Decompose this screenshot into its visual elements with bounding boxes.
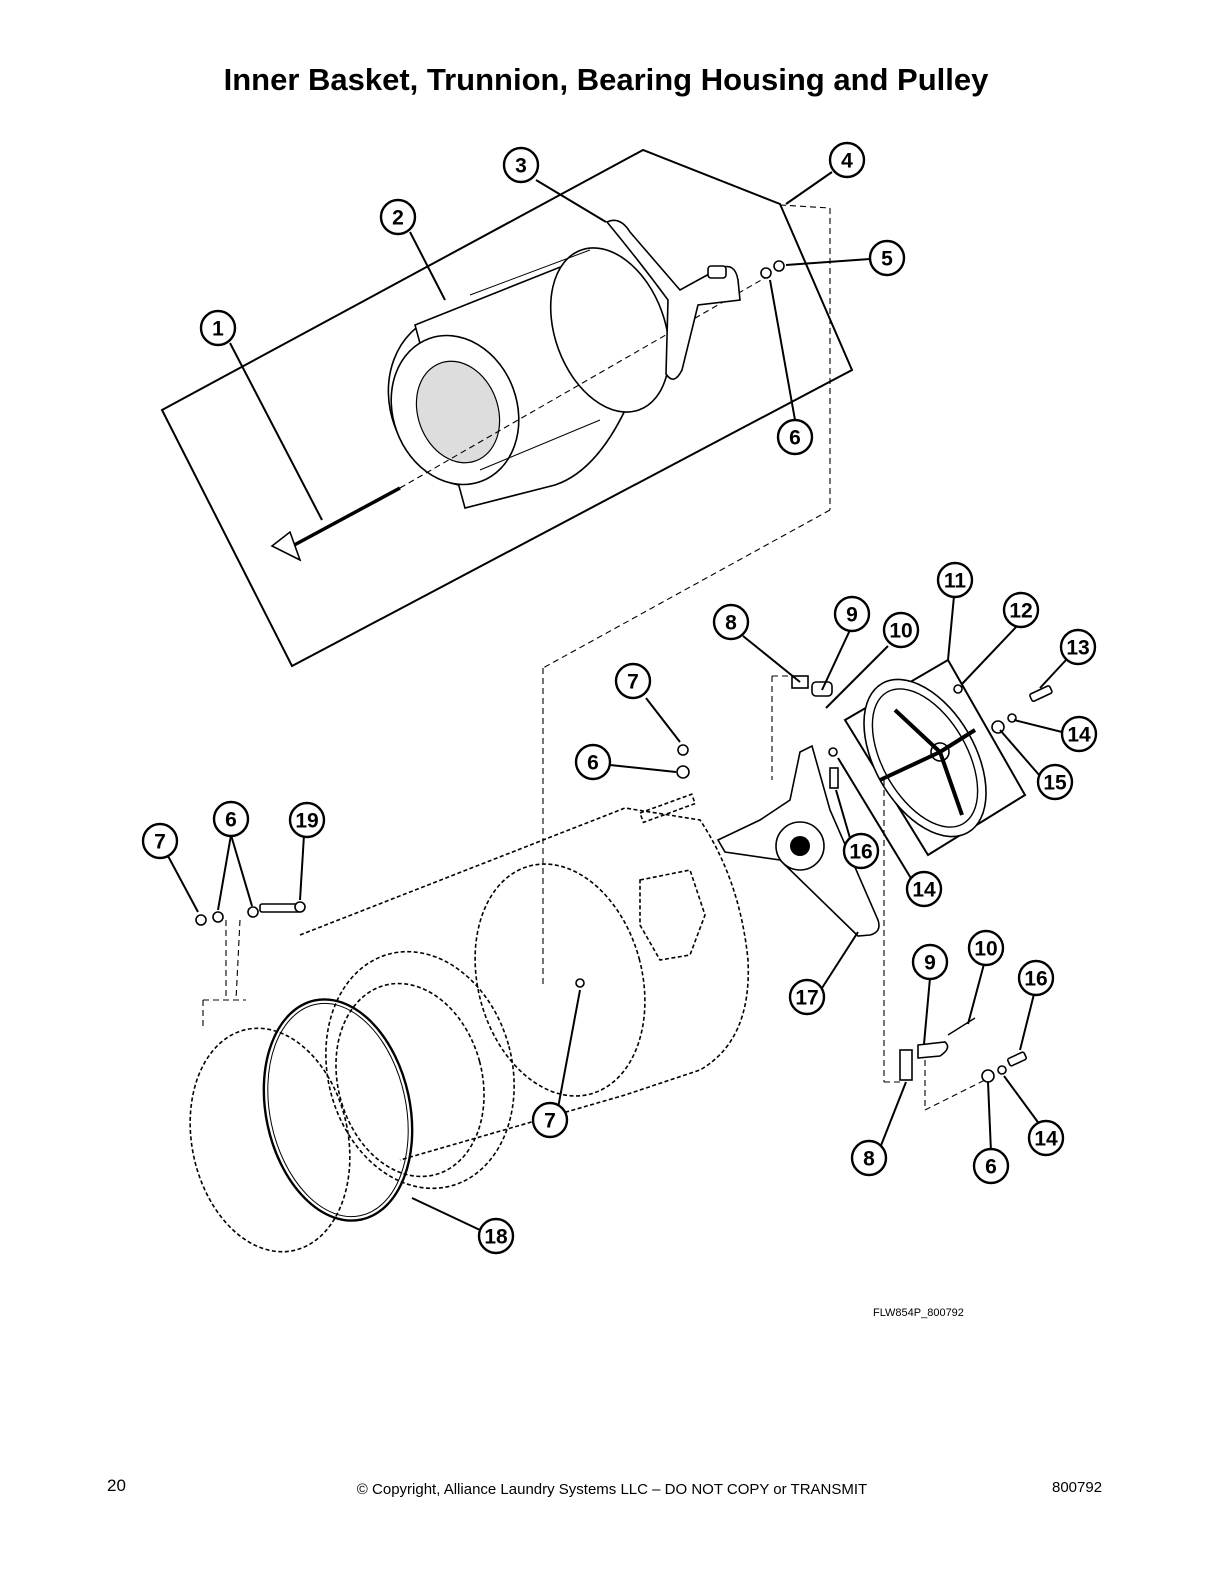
callout-14c: 14	[1027, 1119, 1065, 1157]
callout-13: 13	[1059, 628, 1097, 666]
door-seal-drawing	[189, 998, 414, 1253]
svg-text:16: 16	[849, 841, 872, 864]
callout-12: 12	[1002, 591, 1040, 629]
inner-basket-drawing	[387, 247, 671, 509]
svg-text:13: 13	[1066, 637, 1089, 660]
pulley-assembly-frame	[843, 658, 1027, 857]
svg-text:7: 7	[627, 671, 639, 694]
pulley-drawing	[863, 678, 987, 838]
page-number: 20	[107, 1476, 126, 1495]
callout-14b: 14	[905, 870, 943, 908]
svg-text:2: 2	[392, 207, 404, 230]
bearing-housing-drawing	[716, 744, 880, 937]
callout-2: 2	[379, 198, 417, 236]
callout-bubbles: 1 2 3 4 5 6 6 7 8 9 10 11 12 13 14 15 16…	[141, 141, 1098, 1255]
callout-14a: 14	[1060, 715, 1098, 753]
svg-text:14: 14	[912, 879, 936, 902]
callout-16a: 16	[842, 832, 880, 870]
svg-text:14: 14	[1067, 724, 1091, 747]
callout-19: 19	[288, 801, 326, 839]
callout-4: 4	[828, 141, 866, 179]
page-title: Inner Basket, Trunnion, Bearing Housing …	[223, 62, 989, 97]
callout-11: 11	[936, 561, 974, 599]
callout-5: 5	[868, 239, 906, 277]
callout-18: 18	[477, 1217, 515, 1255]
callout-1: 1	[199, 309, 237, 347]
svg-text:18: 18	[484, 1226, 508, 1249]
svg-text:5: 5	[881, 248, 893, 271]
svg-text:14: 14	[1034, 1128, 1058, 1151]
basket-shaft-drawing	[270, 274, 771, 562]
callout-6d: 6	[972, 1147, 1010, 1185]
callout-10b: 10	[967, 929, 1005, 967]
svg-text:3: 3	[515, 155, 527, 178]
callout-16b: 16	[1017, 959, 1055, 997]
callout-6b: 6	[574, 743, 612, 781]
svg-text:9: 9	[846, 604, 858, 627]
trunnion-drawing	[605, 219, 741, 380]
svg-text:6: 6	[587, 752, 599, 775]
svg-text:10: 10	[889, 620, 912, 643]
svg-text:8: 8	[725, 612, 737, 635]
leader-lines	[167, 171, 1067, 1231]
basket-assembly-frame	[160, 148, 854, 668]
svg-text:12: 12	[1009, 600, 1032, 623]
outer-tub-drawing	[299, 744, 750, 1190]
copyright-notice: © Copyright, Alliance Laundry Systems LL…	[356, 1481, 868, 1498]
callout-8b: 8	[850, 1139, 888, 1177]
callout-7b: 7	[141, 822, 179, 860]
svg-text:4: 4	[841, 150, 853, 173]
callout-6a: 6	[776, 418, 814, 456]
svg-text:1: 1	[212, 318, 224, 341]
callout-10a: 10	[882, 611, 920, 649]
svg-text:15: 15	[1043, 772, 1067, 795]
svg-text:6: 6	[225, 809, 237, 832]
callout-7a: 7	[614, 662, 652, 700]
callout-9b: 9	[911, 943, 949, 981]
svg-text:11: 11	[944, 570, 967, 593]
callout-15: 15	[1036, 763, 1074, 801]
clamp-hardware-drawing	[195, 901, 306, 1030]
svg-text:17: 17	[795, 987, 818, 1010]
svg-text:6: 6	[985, 1156, 997, 1179]
svg-text:9: 9	[924, 952, 936, 975]
callout-6c: 6	[212, 800, 250, 838]
svg-text:6: 6	[789, 427, 801, 450]
callout-7c: 7	[531, 1101, 569, 1139]
svg-text:10: 10	[974, 938, 997, 961]
svg-text:16: 16	[1024, 968, 1047, 991]
svg-text:7: 7	[154, 831, 166, 854]
svg-text:19: 19	[295, 810, 318, 833]
figure-id: FLW854P_800792	[873, 1307, 964, 1319]
callout-17: 17	[788, 978, 826, 1016]
callout-8a: 8	[712, 603, 750, 641]
document-number: 800792	[1052, 1479, 1103, 1496]
svg-text:8: 8	[863, 1148, 875, 1171]
callout-9a: 9	[833, 595, 871, 633]
svg-text:7: 7	[544, 1110, 556, 1133]
callout-3: 3	[502, 146, 540, 184]
